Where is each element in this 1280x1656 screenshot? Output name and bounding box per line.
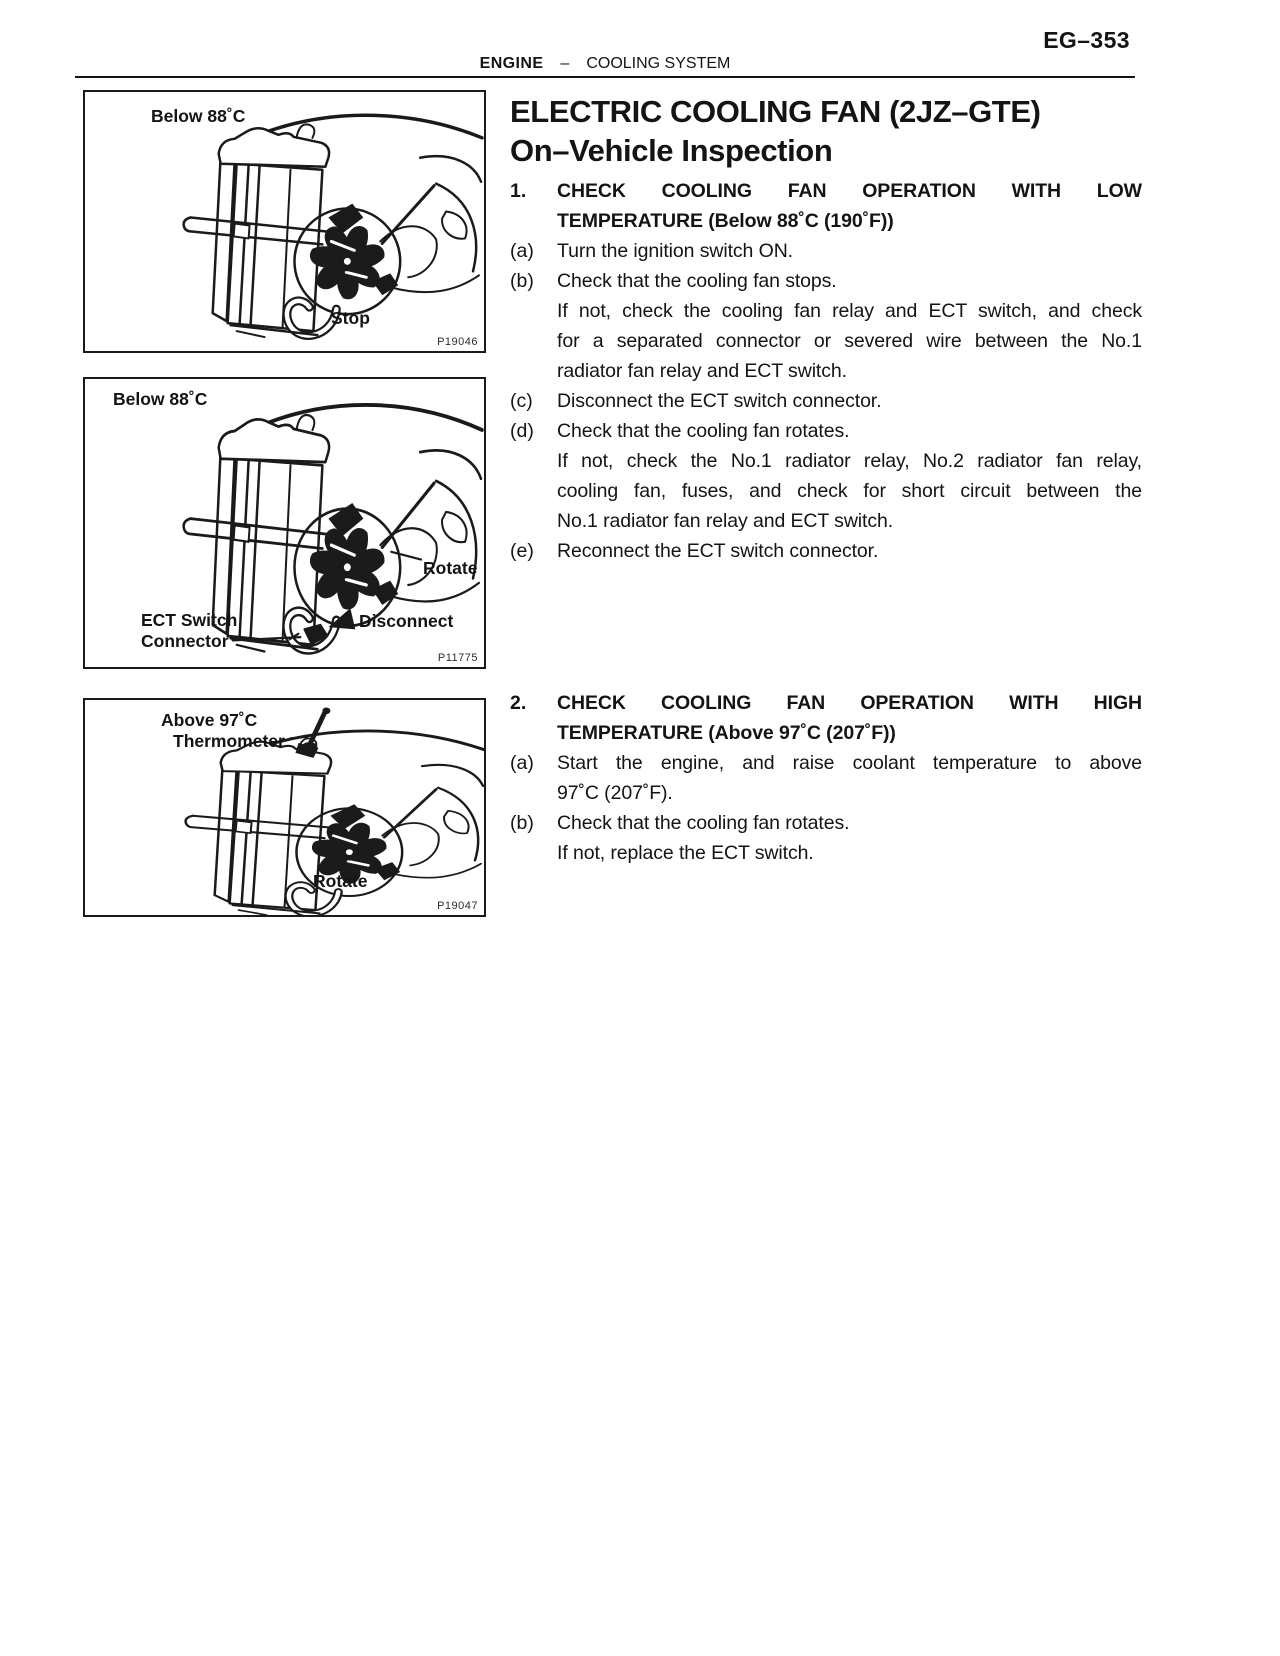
figure3-code: P19047	[437, 900, 478, 912]
step-line: No.1 radiator fan relay and ECT switch.	[557, 510, 894, 532]
figure2-temp-label: Below 88˚C	[113, 389, 208, 409]
figure2-connector-label: Connector	[141, 631, 229, 651]
step-text: Reconnect the ECT switch connector.	[557, 536, 1142, 566]
step-text: Check that the cooling fan rotates. If no…	[557, 416, 1142, 536]
step-line: Start the engine, and raise coolant temp…	[557, 752, 1142, 774]
step-line: 97˚C (207˚F).	[557, 782, 673, 804]
section-heading-line: CHECK COOLING FAN OPERATION WITH LOW	[557, 180, 1142, 202]
step-line: cooling fan, fuses, and check for short …	[557, 480, 1142, 502]
section-number: 2.	[510, 692, 527, 714]
step-text: Check that the cooling fan stops. If not,…	[557, 266, 1142, 386]
section-heading-row: 2. CHECK COOLING FAN OPERATION WITH HIGH T…	[510, 688, 1142, 748]
figure3-thermometer-label: Thermometer	[173, 731, 285, 751]
step-text: Check that the cooling fan rotates. If no…	[557, 808, 1142, 868]
procedure-step: (c) Disconnect the ECT switch connector.	[510, 386, 1142, 416]
section-2: 2. CHECK COOLING FAN OPERATION WITH HIGH T…	[510, 688, 1142, 868]
title-line-1: ELECTRIC COOLING FAN (2JZ–GTE)	[510, 94, 1041, 129]
header-divider: –	[560, 55, 570, 72]
figure-fan-rotate-disconnect: Below 88˚C Rotate ECT Switch Connector D…	[83, 377, 486, 669]
step-label: (d)	[510, 420, 534, 442]
title-line-2: On–Vehicle Inspection	[510, 133, 833, 168]
figure2-code: P11775	[437, 652, 478, 664]
step-label: (e)	[510, 540, 534, 562]
figure-fan-rotate-high-temp: Above 97˚C Thermometer Rotate P19047	[83, 698, 486, 917]
procedure-step: (b) Check that the cooling fan rotates. If…	[510, 808, 1142, 868]
figure2-rotate-label: Rotate	[423, 558, 478, 578]
section-heading-line: TEMPERATURE (Below 88˚C (190˚F))	[557, 210, 894, 232]
figure3-rotate-label: Rotate	[313, 871, 368, 891]
section-heading-line: CHECK COOLING FAN OPERATION WITH HIGH	[557, 692, 1142, 714]
procedure-step: (b) Check that the cooling fan stops. If n…	[510, 266, 1142, 386]
document-title: ELECTRIC COOLING FAN (2JZ–GTE) On–Vehicl…	[510, 92, 1150, 170]
page-number: EG–353	[1043, 27, 1130, 53]
step-line: Disconnect the ECT switch connector.	[557, 390, 882, 412]
figure1-temp-label: Below 88˚C	[151, 106, 246, 126]
step-text: Disconnect the ECT switch connector.	[557, 386, 1142, 416]
step-line: Reconnect the ECT switch connector.	[557, 540, 879, 562]
figure3-temp-label: Above 97˚C	[161, 710, 258, 730]
procedure-step: (e) Reconnect the ECT switch connector.	[510, 536, 1142, 566]
step-text: Start the engine, and raise coolant temp…	[557, 748, 1142, 808]
figure1-code: P19046	[437, 336, 478, 348]
section-number: 1.	[510, 180, 527, 202]
section-heading: CHECK COOLING FAN OPERATION WITH LOW TEMP…	[557, 176, 1142, 236]
radiator-fan-drawing	[85, 379, 484, 667]
step-line: radiator fan relay and ECT switch.	[557, 360, 847, 382]
figure2-disconnect-label: Disconnect	[359, 611, 454, 631]
figure1-stop-label: Stop	[331, 308, 370, 328]
section-heading-row: 1. CHECK COOLING FAN OPERATION WITH LOW TE…	[510, 176, 1142, 236]
figure-fan-stop: Below 88˚C Stop P19046	[83, 90, 486, 353]
section-heading: CHECK COOLING FAN OPERATION WITH HIGH TEM…	[557, 688, 1142, 748]
procedure-step: (d) Check that the cooling fan rotates. If…	[510, 416, 1142, 536]
step-label: (a)	[510, 240, 534, 262]
radiator-fan-drawing	[85, 92, 484, 351]
step-label: (c)	[510, 390, 533, 412]
radiator-fan-drawing	[85, 707, 484, 915]
step-label: (b)	[510, 270, 534, 292]
section-heading-line: TEMPERATURE (Above 97˚C (207˚F))	[557, 722, 896, 744]
step-line: Check that the cooling fan stops.	[557, 270, 837, 292]
section-1: 1. CHECK COOLING FAN OPERATION WITH LOW TE…	[510, 176, 1142, 566]
step-line: Check that the cooling fan rotates.	[557, 420, 850, 442]
procedure-step: (a) Turn the ignition switch ON.	[510, 236, 1142, 266]
running-header: ENGINE–COOLING SYSTEM	[75, 55, 1135, 73]
header-rule	[75, 76, 1135, 78]
step-line: Turn the ignition switch ON.	[557, 240, 793, 262]
step-label: (b)	[510, 812, 534, 834]
step-label: (a)	[510, 752, 534, 774]
step-line: for a separated connector or severed wir…	[557, 330, 1142, 352]
step-text: Turn the ignition switch ON.	[557, 236, 1142, 266]
figure2-ect-switch-label: ECT Switch	[141, 610, 238, 630]
step-line: Check that the cooling fan rotates.	[557, 812, 850, 834]
step-line: If not, check the cooling fan relay and …	[557, 300, 1142, 322]
step-line: If not, check the No.1 radiator relay, N…	[557, 450, 1142, 472]
header-subsection-label: COOLING SYSTEM	[586, 55, 731, 72]
step-line: If not, replace the ECT switch.	[557, 842, 814, 864]
procedure-step: (a) Start the engine, and raise coolant t…	[510, 748, 1142, 808]
header-section-label: ENGINE	[479, 55, 544, 72]
